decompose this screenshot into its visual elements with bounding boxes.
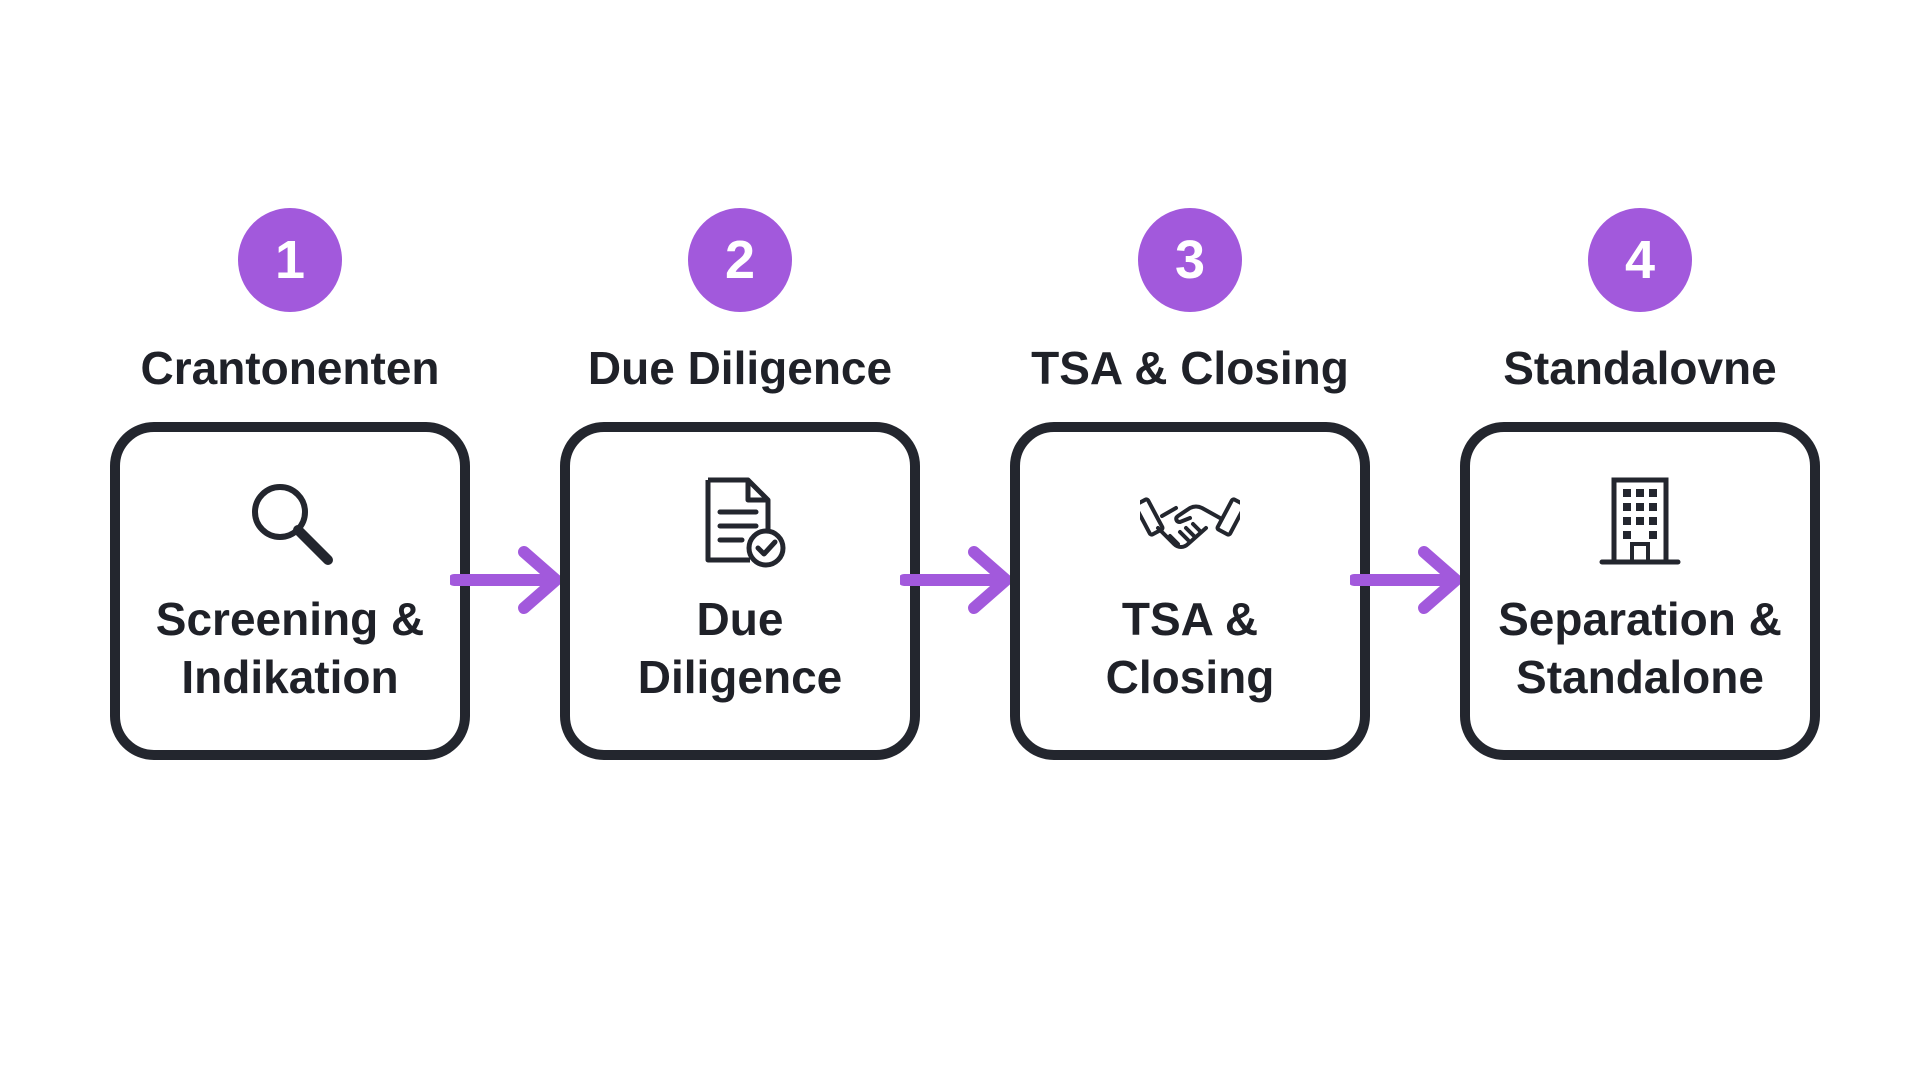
step-card-label-line: TSA & — [1121, 593, 1259, 645]
step-title: TSA & Closing — [1031, 342, 1349, 394]
step-card-label-line: Diligence — [637, 651, 843, 703]
step-card-label-line: Separation & — [1498, 593, 1782, 645]
step-title: Standalovne — [1503, 342, 1777, 394]
step-title: Crantonenten — [140, 342, 440, 394]
flow-arrow — [1350, 546, 1470, 614]
step-card-label: Separation & Standalone — [1474, 590, 1806, 706]
step-number-badge: 4 — [1588, 208, 1692, 312]
step-card-label-line: Closing — [1105, 651, 1275, 703]
handshake-icon — [1140, 472, 1240, 572]
magnifier-icon — [240, 472, 340, 572]
step-card-label-line: Standalone — [1516, 651, 1764, 703]
step-card: Screening & Indikation — [110, 422, 470, 760]
step-card: Separation & Standalone — [1460, 422, 1820, 760]
step-card-label-line: Screening & — [155, 593, 425, 645]
flow-arrow — [900, 546, 1020, 614]
step-card-label: Due Diligence — [574, 590, 906, 706]
step-number-badge: 1 — [238, 208, 342, 312]
step-card-label-line: Indikation — [181, 651, 399, 703]
step-number-badge: 2 — [688, 208, 792, 312]
document-check-icon — [690, 472, 790, 572]
step-title: Due Diligence — [587, 342, 893, 394]
step-card-label: Screening & Indikation — [124, 590, 456, 706]
step-number-badge: 3 — [1138, 208, 1242, 312]
building-icon — [1590, 472, 1690, 572]
step-card: Due Diligence — [560, 422, 920, 760]
flow-arrow — [450, 546, 570, 614]
step-card-label: TSA & Closing — [1024, 590, 1356, 706]
step-card: TSA & Closing — [1010, 422, 1370, 760]
step-card-label-line: Due — [696, 593, 784, 645]
